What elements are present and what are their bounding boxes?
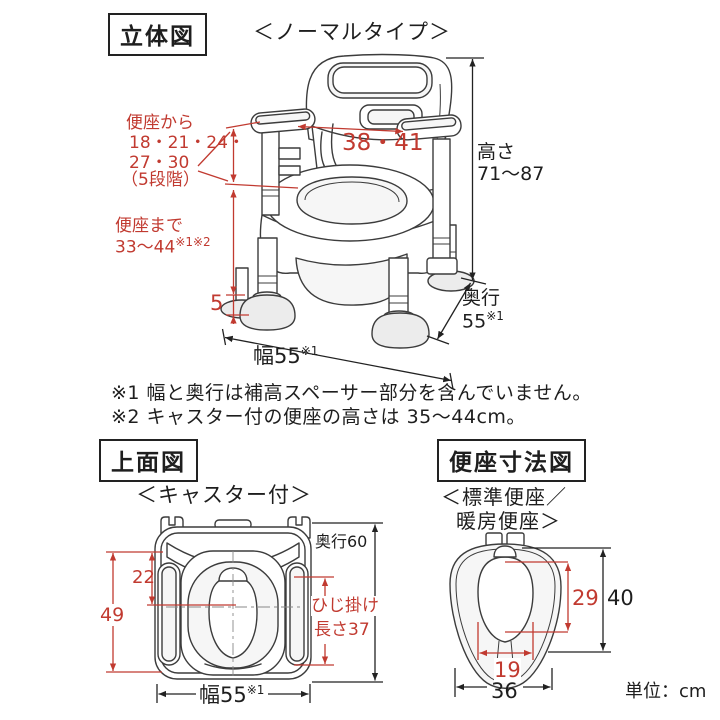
top-view-dimensions: [106, 522, 383, 703]
dim-seat-to-label: 便座まで: [115, 216, 183, 236]
top-view-subtitle: ＜キャスター付＞: [136, 483, 312, 507]
dim-height-value: 71〜87: [477, 163, 545, 186]
dim-armrest-value: 長さ37: [314, 620, 370, 641]
seat-view-subtitle-1: ＜標準便座／: [441, 485, 567, 509]
dim-22: 22: [132, 567, 155, 588]
dim-height-label: 高さ: [477, 141, 516, 163]
dim-depth-number: 55: [462, 310, 487, 333]
dim-40: 40: [607, 586, 634, 610]
dim-width-top-footnote-ref: ※1: [246, 683, 265, 697]
dim-seat-from-values-1: 18・21・24・: [129, 133, 245, 153]
dim-49: 49: [100, 604, 125, 627]
footnote-1: ※1 幅と奥行は補高スペーサー部分を含んでいません。: [111, 382, 592, 404]
dim-seat-from-label: 便座から: [126, 113, 194, 133]
dim-depth-3d: 奥行 55※1: [462, 287, 504, 333]
unit-label: 単位：cm: [625, 681, 707, 702]
solid-view-dimensions: [197, 57, 487, 390]
dim-depth-label: 奥行: [462, 287, 501, 309]
dim-36: 36: [491, 679, 518, 703]
dim-seat-width: 38・41: [342, 130, 424, 156]
solid-view-title: 立体図: [108, 13, 207, 56]
dim-width-number: 幅55: [253, 344, 301, 368]
footnote-2: ※2 キャスター付の便座の高さは 35〜44cm。: [111, 406, 526, 428]
dim-29: 29: [572, 586, 599, 610]
dim-spacer: 5: [210, 291, 224, 315]
seat-view-subtitle-2: 暖房便座＞: [456, 509, 561, 533]
dim-armrest-label: ひじ掛け: [311, 596, 379, 617]
dim-depth-value-row: 55※1: [462, 309, 504, 333]
dim-seat-to-number: 33〜44: [115, 237, 176, 258]
dim-seat-from-steps: （5段階）: [121, 170, 200, 190]
dim-19: 19: [494, 658, 521, 683]
dim-seat-to-footnote-ref: ※1※2: [175, 235, 211, 249]
top-view-drawing: [154, 516, 312, 680]
solid-view-drawing: [220, 53, 475, 349]
dim-seat-from-values-2: 27・30: [129, 153, 190, 173]
seat-view-dimensions: [454, 547, 611, 697]
dim-width-footnote-ref: ※1: [300, 344, 319, 358]
dim-seat-to-value: 33〜44※1※2: [115, 235, 211, 258]
solid-view-subtitle: ＜ノーマルタイプ＞: [253, 20, 451, 44]
dim-depth-footnote-ref: ※1: [486, 309, 504, 324]
dim-width-3d: 幅55※1: [253, 344, 318, 369]
seat-view-title: 便座寸法図: [437, 439, 586, 482]
dim-width-top: 幅55※1: [199, 683, 264, 708]
dim-width-top-number: 幅55: [199, 683, 247, 707]
dim-height: 高さ 71〜87: [477, 141, 544, 186]
dim-depth-top: 奥行60: [315, 532, 368, 552]
top-view-title: 上面図: [99, 439, 198, 482]
